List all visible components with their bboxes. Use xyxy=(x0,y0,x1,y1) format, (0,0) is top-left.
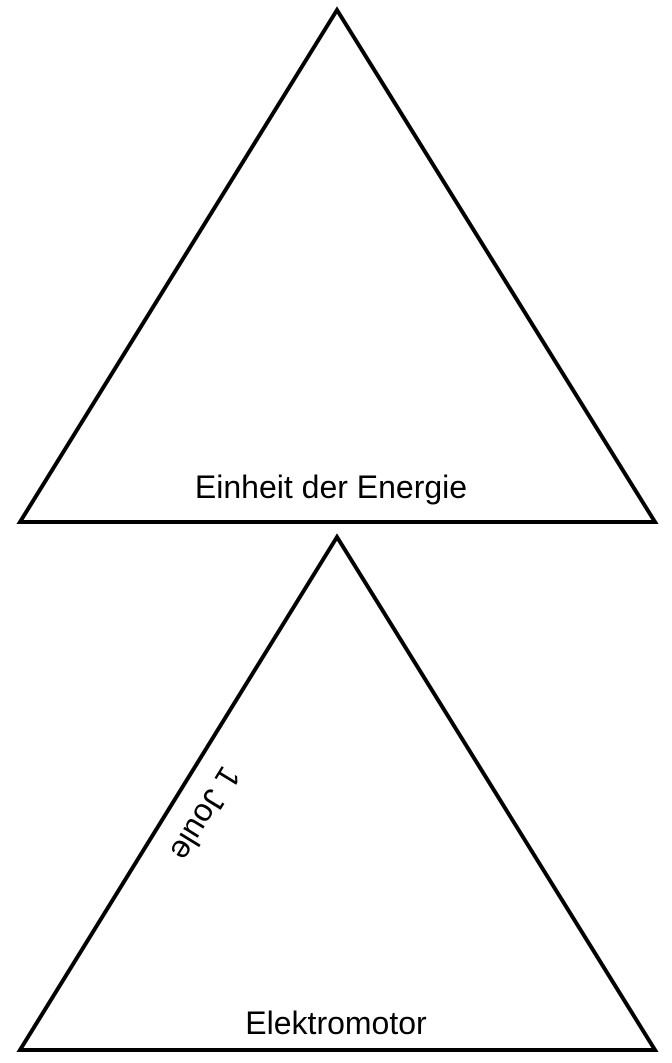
bottom-label-bottom: Elektromotor xyxy=(245,1005,427,1041)
triangle-outline-bottom xyxy=(16,533,659,1052)
triangle-outline-top xyxy=(16,6,659,524)
triangle-card-top: Einheit der Energie xyxy=(16,6,659,524)
triangle-card-bottom: Elektromotor 1 Joule xyxy=(16,533,659,1052)
bottom-label-top: Einheit der Energie xyxy=(195,469,467,505)
